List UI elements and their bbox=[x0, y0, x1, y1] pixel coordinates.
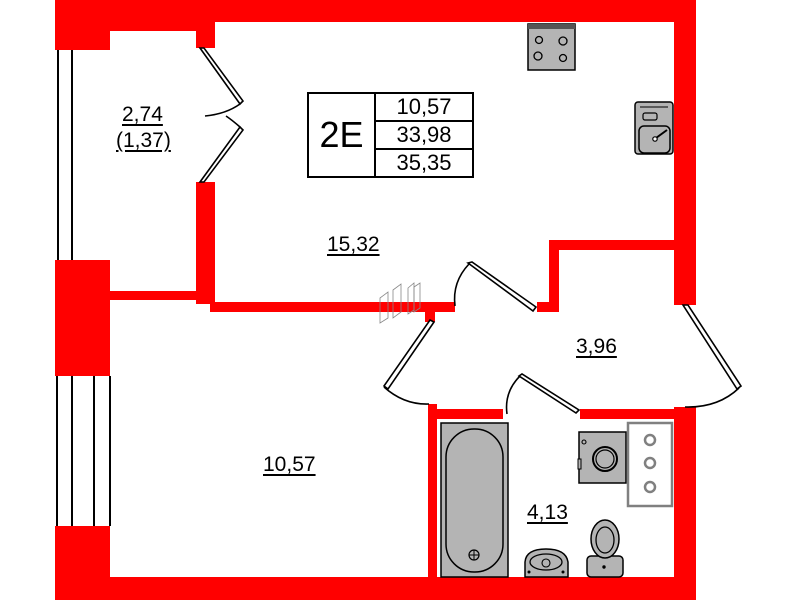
ventilation-shaft-icon bbox=[379, 282, 421, 324]
washing-machine-icon bbox=[577, 431, 627, 484]
bathtub-icon bbox=[440, 422, 509, 578]
wall-hall-notch bbox=[537, 302, 557, 312]
bathroom-counter bbox=[626, 421, 674, 508]
wall-bath-top-left bbox=[428, 409, 503, 419]
wall-bottom bbox=[55, 577, 695, 600]
bathroom-door[interactable] bbox=[505, 373, 581, 415]
balcony-door[interactable] bbox=[198, 47, 245, 183]
wall-partition-kitchen-bedroom bbox=[210, 302, 455, 312]
apartment-info-box: 2E 10,57 33,98 35,35 bbox=[307, 92, 474, 178]
wall-hall-top bbox=[549, 240, 679, 250]
wall-column-left-mid bbox=[55, 260, 110, 376]
room-hallway-area: 3,96 bbox=[576, 335, 617, 358]
living-area-value: 10,57 bbox=[376, 94, 472, 122]
wall-column-top-left bbox=[55, 0, 110, 50]
room-bedroom-area: 10,57 bbox=[263, 453, 316, 476]
walls bbox=[55, 0, 696, 600]
entrance-door[interactable] bbox=[681, 304, 743, 408]
bedroom-door[interactable] bbox=[382, 318, 436, 405]
kitchen-sink-icon bbox=[634, 101, 674, 155]
window-bedroom bbox=[56, 376, 111, 526]
kitchen-door[interactable] bbox=[453, 261, 538, 313]
apartment-code: 2E bbox=[309, 94, 376, 176]
apartment-areas: 10,57 33,98 35,35 bbox=[376, 94, 472, 176]
room-balcony-area-reduced: (1,37) bbox=[116, 129, 171, 152]
room-kitchen-living-area: 15,32 bbox=[327, 233, 380, 256]
wall-hall-notch-vertical bbox=[549, 240, 559, 312]
wall-right-upper bbox=[674, 0, 696, 305]
wall-jamb-top bbox=[196, 22, 215, 48]
wall-partition-bedroom-bath bbox=[428, 404, 437, 600]
stove-icon bbox=[527, 23, 576, 71]
wall-top bbox=[55, 0, 695, 22]
wall-partition-balcony bbox=[196, 182, 215, 304]
room-balcony-area: 2,74 bbox=[122, 103, 163, 126]
total-area-value: 33,98 bbox=[376, 122, 472, 150]
window-balcony bbox=[57, 50, 73, 260]
wall-bath-top-right bbox=[580, 409, 680, 419]
room-bathroom-area: 4,13 bbox=[527, 501, 568, 524]
washbasin-icon bbox=[524, 548, 569, 578]
toilet-icon bbox=[586, 519, 624, 578]
wall-balcony-top bbox=[110, 22, 210, 31]
total-area-with-balcony-value: 35,35 bbox=[396, 150, 452, 175]
wall-balcony-bottom bbox=[110, 291, 210, 300]
wall-jamb-bedroom-door bbox=[425, 310, 435, 322]
wall-right-lower bbox=[674, 407, 696, 600]
